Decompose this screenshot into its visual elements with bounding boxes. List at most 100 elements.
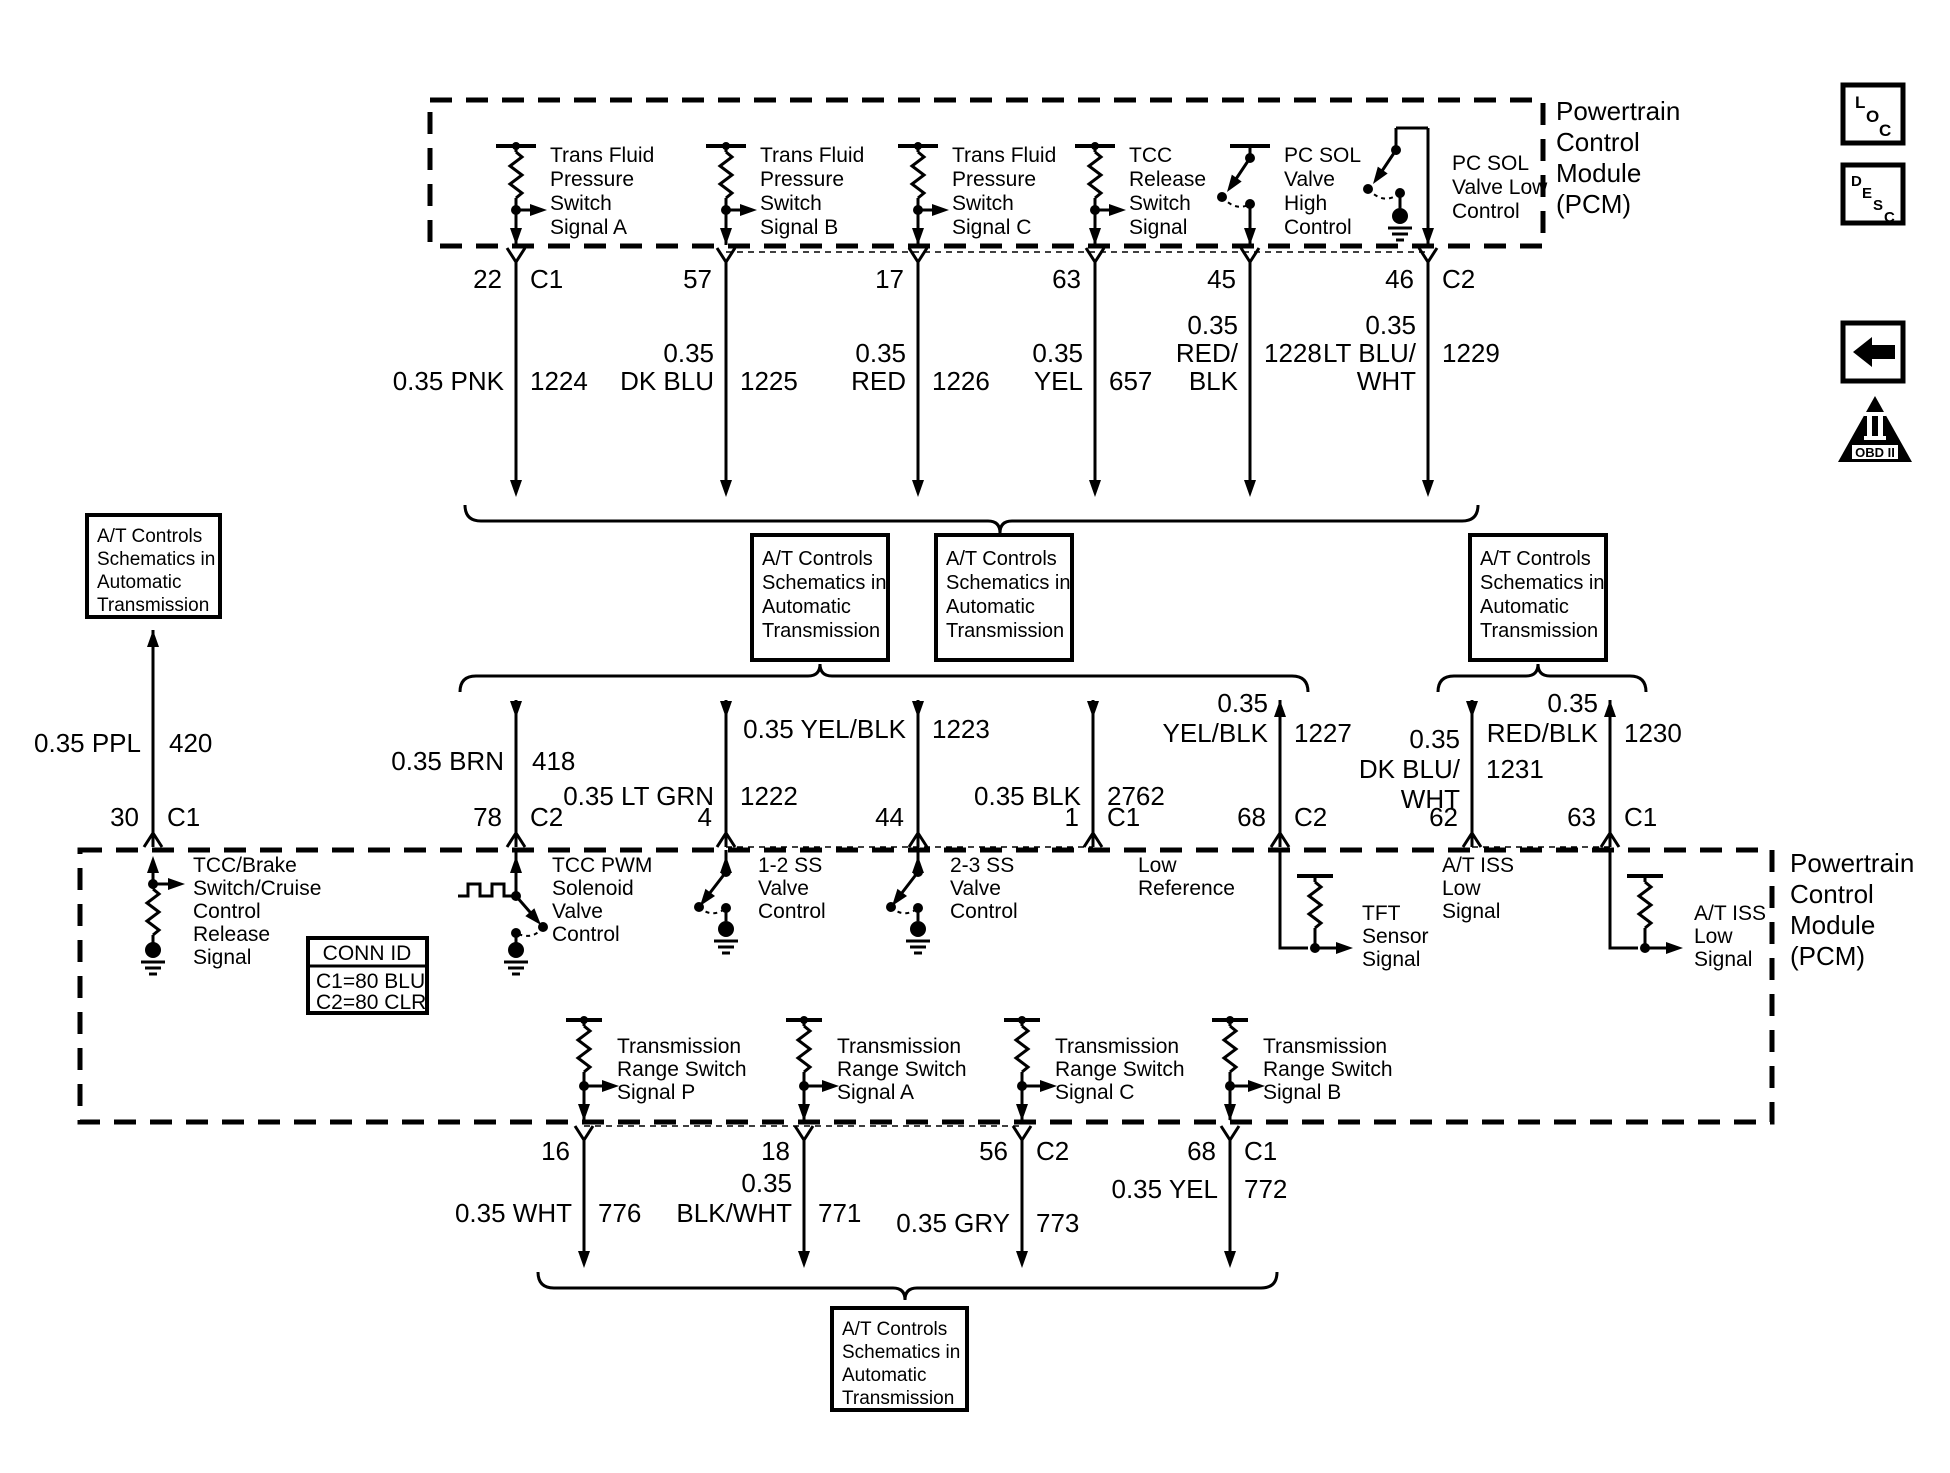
component-label: Signal [1442,900,1500,923]
wire-color: 0.35 LT GRN [563,781,714,811]
desc-letter: S [1873,197,1883,214]
wire-color: WHT [1357,366,1416,396]
pc-sol-valve-low-switch: PC SOL Valve Low Control [1363,126,1548,245]
component-label: Signal A [837,1081,914,1104]
wire-color: DK BLU/ [1359,754,1461,784]
wire-color: 0.35 WHT [455,1198,572,1228]
ref-box-text: Automatic [762,596,851,618]
pcm-top-box: Powertrain Control Module (PCM) [427,96,1680,249]
component-label: 2-3 SS [950,854,1014,877]
circuit-number: 1230 [1624,718,1682,748]
component-label: Control [1284,216,1352,239]
conn-id-row: C1=80 BLU [316,970,425,993]
wire-color: YEL/BLK [1162,718,1268,748]
ref-box-left: A/T Controls Schematics in Automatic Tra… [85,513,222,619]
tcc-brake-switch-signal: TCC/Brake Switch/Cruise Control Release … [141,854,321,976]
trs-signal-b: Transmission Range Switch Signal B [1212,1016,1393,1268]
wire-color: 0.35 [1409,724,1460,754]
pin-number: 30 [110,802,139,832]
tft-sensor-signal: TFT Sensor Signal [1278,850,1429,971]
wire-color: 0.35 [855,338,906,368]
pin-number: 68 [1237,802,1266,832]
wire-color: RED [851,366,906,396]
component-label: PC SOL [1452,152,1529,175]
pin-number: 45 [1207,264,1236,294]
component-label: Trans Fluid [550,144,654,167]
pcm-top-title: Control [1556,127,1640,157]
component-label: Switch [550,192,612,215]
ref-box-text: Transmission [97,595,209,616]
conn-id-box: CONN ID C1=80 BLU C2=80 CLR [306,936,429,1015]
desc-letter: E [1862,185,1872,202]
trans-fluid-pressure-switch-c: Trans Fluid Pressure Switch Signal C [898,142,1056,245]
pcm-bottom-title: Powertrain [1790,848,1914,878]
loc-letter: C [1879,121,1891,140]
wire-color: LT BLU/ [1323,338,1417,368]
ref-box-text: A/T Controls [97,526,202,547]
ref-box-text: Transmission [1480,620,1598,642]
component-label: Valve [758,877,809,900]
circuit-number: 1229 [1442,338,1500,368]
ref-box-text: A/T Controls [762,548,873,570]
component-label: Reference [1138,877,1235,900]
component-label: Signal A [550,216,627,239]
bottom-wire-labels: 0.35 WHT 776 0.35 BLK/WHT 771 0.35 GRY 7… [455,1168,1287,1238]
ref-box-text: Transmission [842,1388,954,1409]
conn-id-row: C2=80 CLR [316,991,426,1014]
component-label: Control [950,900,1018,923]
wire-color: 0.35 [1187,310,1238,340]
trs-signal-c: Transmission Range Switch Signal C [1004,1016,1185,1268]
circuit-number: 2762 [1107,781,1165,811]
back-arrow-button[interactable] [1840,320,1906,384]
ref-box-text: Schematics in [842,1342,960,1363]
pin-number: 62 [1429,802,1458,832]
component-label: TCC PWM [552,854,652,877]
circuit-number: 772 [1244,1174,1287,1204]
component-label: Signal [1694,948,1752,971]
pin-number: 63 [1567,802,1596,832]
component-label: Transmission [837,1035,961,1058]
pcm-bottom-title: Control [1790,879,1874,909]
component-label: Range Switch [837,1058,967,1081]
obd2-label: OBD II [1855,445,1895,460]
component-label: TFT [1362,902,1401,925]
pcm-bottom-box: Powertrain Control Module (PCM) [77,847,1914,1125]
component-label: Release [193,923,270,946]
pin-number: 68 [1187,1136,1216,1166]
pin-number: 22 [473,264,502,294]
connector-id: C2 [1036,1136,1069,1166]
ref-box-text: Schematics in [1480,572,1605,594]
brace-mid-group [458,663,1310,693]
component-label: A/T ISS [1442,854,1514,877]
pcm-top-title: Powertrain [1556,96,1680,126]
circuit-number: 1227 [1294,718,1352,748]
component-label: Transmission [1055,1035,1179,1058]
wire-color: 0.35 BLK [974,781,1082,811]
wire-color: 0.35 YEL/BLK [743,714,907,744]
trs-signal-p: Transmission Range Switch Signal P [566,1016,747,1268]
brace-bottom-group [536,1271,1279,1301]
component-label: High [1284,192,1327,215]
trans-fluid-pressure-switch-a: Trans Fluid Pressure Switch Signal A [496,142,654,245]
component-label: Switch [1129,192,1191,215]
component-label: Trans Fluid [760,144,864,167]
pin-number: 1 [1065,802,1079,832]
ref-box-text: Transmission [762,620,880,642]
ref-box-text: A/T Controls [946,548,1057,570]
wire-color: 0.35 [1365,310,1416,340]
connector-id: C2 [530,802,563,832]
component-label: Pressure [952,168,1036,191]
ref-box-text: A/T Controls [842,1319,947,1340]
component-label: 1-2 SS [758,854,822,877]
obd2-icon: OBD II [1838,396,1912,462]
desc-button[interactable]: D E S C [1840,162,1906,226]
tcc-pwm-solenoid: TCC PWM Solenoid Valve Control [458,850,652,976]
pin-number: 4 [698,802,712,832]
loc-button[interactable]: L O C [1840,82,1906,146]
top-wires: 0.35 PNK 1224 0.35 DK BLU 1225 0.35 RED … [393,262,1500,497]
wire-color: 0.35 PNK [393,366,505,396]
ss23-valve-control: 2-3 SS Valve Control [886,850,1018,953]
mid-wires: 0.35 PPL 420 0.35 BRN 418 0.35 LT GRN 12… [34,630,1682,849]
